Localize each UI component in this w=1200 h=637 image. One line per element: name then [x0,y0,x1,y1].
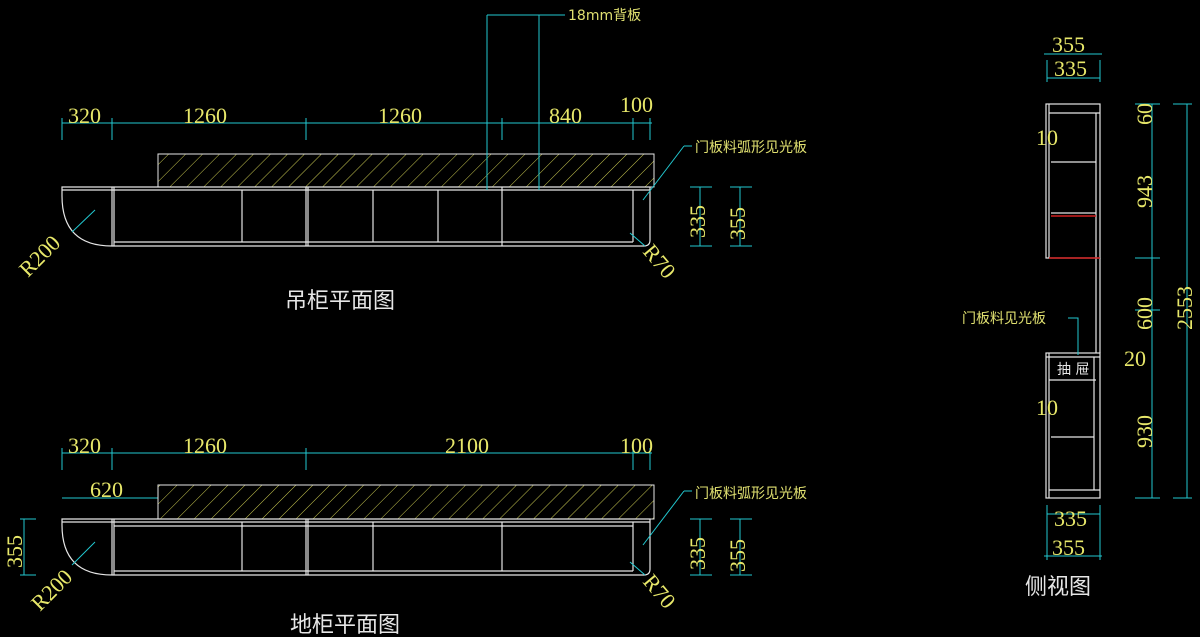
back-panel-hatch [157,153,655,188]
dim-840: 840 [549,103,582,128]
height-20: 20 [1124,346,1146,371]
top-dim-335: 335 [1054,56,1087,81]
dim-620: 620 [90,477,123,502]
total-height-2553: 2553 [1172,286,1197,330]
height-943: 943 [1132,175,1157,208]
top-dim-355: 355 [1052,32,1085,57]
dim-1260-a: 1260 [183,103,227,128]
gap-upper-10: 10 [1036,125,1058,150]
depth-335: 335 [685,537,710,570]
dimension-line-top [20,448,652,576]
depth-335: 335 [685,205,710,238]
radius-r200: R200 [14,230,65,281]
dim-320: 320 [68,433,101,458]
depth-355: 355 [725,539,750,572]
radius-r200: R200 [26,564,77,615]
dim-320: 320 [68,103,101,128]
door-note: 门板料见光板 [962,311,1046,327]
side-cabinet-outline [1045,103,1101,499]
dim-left-355: 355 [2,535,27,568]
height-930: 930 [1132,415,1157,448]
door-note-leader [1068,317,1079,355]
back-panel-leader [486,14,565,190]
side-view: 355 335 335 355 抽 屉 10 10 60 943 600 20 … [962,32,1197,600]
wall-cabinet-plan: 320 1260 1260 840 100 18mm背板 门板料弧形见光板 [14,8,807,314]
wall-plan-title: 吊柜平面图 [285,289,395,314]
door-note: 门板料弧形见光板 [695,486,807,502]
back-panel-note: 18mm背板 [568,8,641,24]
door-note-leader [71,490,752,576]
cabinet-body [61,518,651,576]
dim-100: 100 [620,433,653,458]
base-cabinet-plan: 320 1260 2100 100 620 355 门板料弧形见光板 335 3… [2,433,807,637]
height-60: 60 [1132,103,1157,125]
dimension-line-top [61,118,652,140]
dim-100: 100 [620,92,653,117]
dim-1260: 1260 [183,433,227,458]
side-view-title: 侧视图 [1025,575,1091,600]
radius-r70: R70 [638,569,681,613]
base-plan-title: 地柜平面图 [290,613,400,637]
depth-355: 355 [725,207,750,240]
back-panel-hatch [157,484,655,520]
height-600: 600 [1132,297,1157,330]
drawer-label: 抽 屉 [1057,362,1089,378]
bottom-dim-355: 355 [1052,535,1085,560]
door-note: 门板料弧形见光板 [695,140,807,156]
gap-lower-10: 10 [1036,395,1058,420]
width-dims [1044,53,1192,560]
depth-dims [71,186,752,247]
door-note-leader [642,145,692,201]
dim-1260-b: 1260 [378,103,422,128]
bottom-dim-335: 335 [1054,506,1087,531]
dim-2100: 2100 [445,433,489,458]
cabinet-body [61,186,651,247]
